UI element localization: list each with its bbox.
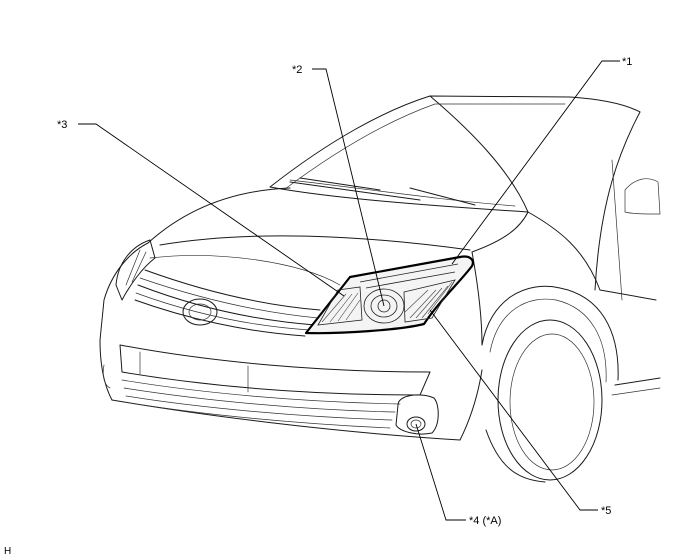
callout-label-1: *1 [622, 56, 632, 68]
leader-line-5 [429, 309, 598, 511]
callout-label-4: *4 (*A) [469, 515, 501, 527]
headlamp-assembly [304, 255, 474, 335]
leader-line-3 [78, 123, 345, 297]
leader-lines [78, 60, 620, 521]
corner-code: H [4, 546, 11, 557]
leader-line-2 [312, 68, 385, 307]
leader-line-4 [415, 423, 466, 521]
callout-label-5: *5 [601, 505, 611, 517]
vehicle-body-outline [99, 95, 661, 483]
callout-labels: *1 *2 *3 *4 (*A) *5 [57, 56, 632, 527]
callout-label-2: *2 [292, 64, 302, 76]
leader-line-1 [451, 60, 620, 265]
callout-label-3: *3 [57, 119, 67, 131]
